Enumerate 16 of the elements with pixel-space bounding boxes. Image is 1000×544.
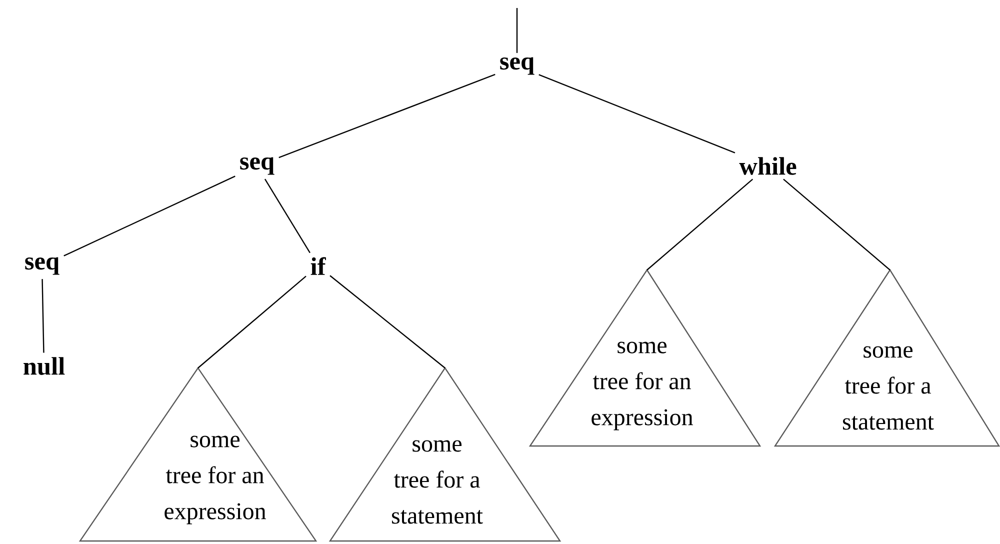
tree-edge xyxy=(278,74,496,158)
node-label: seq xyxy=(500,57,534,75)
tree-edge xyxy=(516,8,518,53)
node-label: seq xyxy=(240,157,274,175)
node-label: while xyxy=(739,157,796,175)
node-label: seq xyxy=(25,257,60,275)
tree-edge xyxy=(42,279,44,353)
node-label: null xyxy=(24,357,65,375)
tree-edge xyxy=(783,178,890,270)
node-label: if xyxy=(310,257,326,275)
tree-edge xyxy=(264,178,310,254)
tree-edge xyxy=(198,276,306,368)
tree-edge xyxy=(64,176,236,256)
tree-edge xyxy=(646,178,754,270)
tree-edge xyxy=(330,275,446,368)
tree-edge xyxy=(538,74,736,154)
